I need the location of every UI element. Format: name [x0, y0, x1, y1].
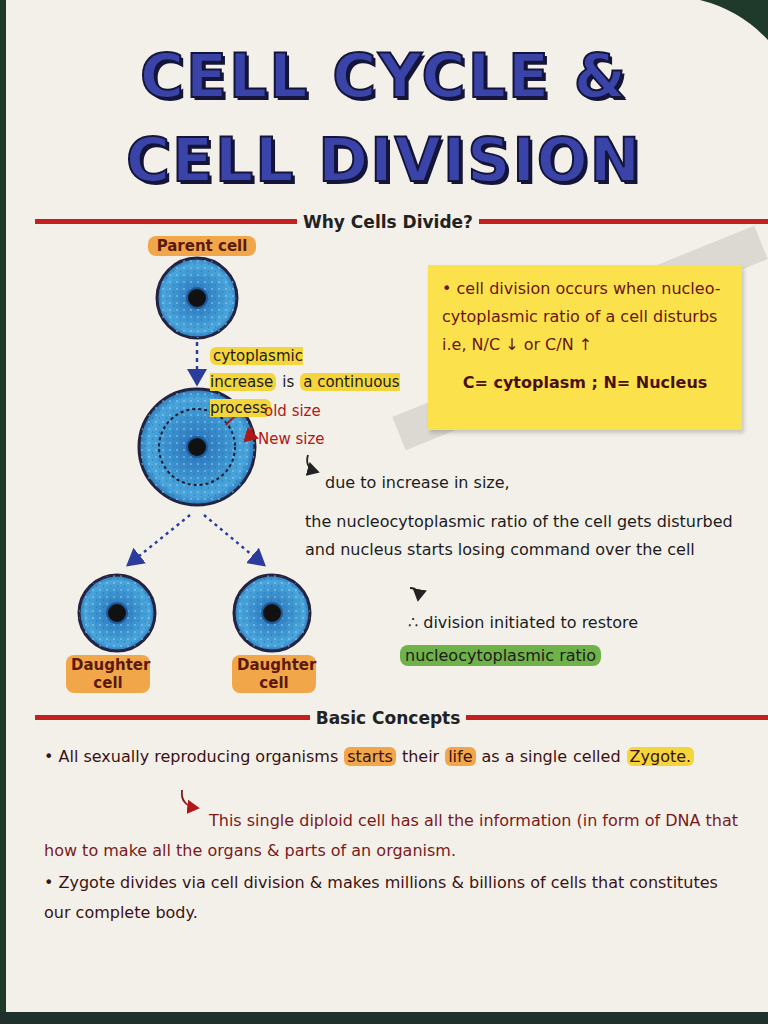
highlighted-word: life — [445, 747, 475, 766]
note-text: New size — [258, 426, 368, 452]
page-edge — [0, 0, 6, 1024]
cell-name: Daughter cell — [71, 656, 145, 692]
page-title: CELL CYCLE & CELL DIVISION — [84, 34, 684, 202]
daughter-cell — [79, 575, 155, 651]
note-text: • cell division occurs when nucleo-cytop… — [442, 275, 728, 359]
hook-arrow — [307, 455, 318, 472]
highlighted-word: Zygote. — [627, 747, 695, 766]
text-run: due to increase in size, — [325, 473, 510, 492]
note-text: • All sexually reproducing organisms star… — [44, 742, 744, 772]
cell-name: Daughter cell — [237, 656, 311, 692]
note-box: • cell division occurs when nucleo-cytop… — [428, 265, 742, 430]
text-run: old size — [264, 402, 321, 420]
note-text: old size — [264, 398, 374, 424]
division-arrow — [128, 515, 190, 565]
note-legend: C= cytoplasm ; N= Nucleus — [442, 369, 728, 397]
growth-arrow — [196, 342, 199, 384]
section-title: Basic Concepts — [310, 708, 467, 728]
page-edge — [0, 1012, 768, 1024]
text-run: the nucleocytoplasmic ratio of the cell … — [305, 512, 733, 559]
text-run: New size — [258, 430, 325, 448]
cell-label: Parent cell — [148, 236, 256, 256]
note-text: ∴ division initiated to restore — [408, 610, 748, 636]
text-run: celled — [573, 747, 621, 766]
text-run: This single diploid cell has all the inf… — [44, 811, 738, 860]
new-size-pointer — [252, 427, 257, 438]
note-text: nucleocytoplasmic ratio — [400, 643, 700, 669]
note-text: the nucleocytoplasmic ratio of the cell … — [305, 508, 760, 564]
cell-label: Daughter cell — [232, 655, 316, 693]
hook-arrow — [182, 790, 198, 808]
page-edge — [700, 0, 768, 40]
note-text: due to increase in size, — [325, 470, 645, 496]
note-text: This single diploid cell has all the inf… — [44, 806, 744, 866]
text-run: • All sexually reproducing organisms — [44, 747, 338, 766]
text-run: • Zygote divides via cell division & mak… — [44, 873, 718, 922]
text-run: as a single — [482, 747, 567, 766]
daughter-cell — [234, 575, 310, 651]
hook-arrow — [410, 588, 418, 600]
section-heading: Why Cells Divide? — [4, 209, 768, 236]
highlighted-phrase: nucleocytoplasmic ratio — [400, 645, 601, 666]
highlighted-word: starts — [344, 747, 396, 766]
text-run: is — [282, 373, 294, 391]
text-run: ∴ division initiated to restore — [408, 613, 638, 632]
text-run: their — [402, 747, 439, 766]
section-heading: Basic Concepts — [4, 705, 768, 732]
division-arrow — [204, 515, 264, 565]
note-text: • Zygote divides via cell division & mak… — [44, 868, 744, 928]
section-title: Why Cells Divide? — [297, 212, 479, 232]
cell-name: Parent cell — [153, 237, 251, 255]
cell-label: Daughter cell — [66, 655, 150, 693]
parent-cell — [157, 258, 237, 338]
